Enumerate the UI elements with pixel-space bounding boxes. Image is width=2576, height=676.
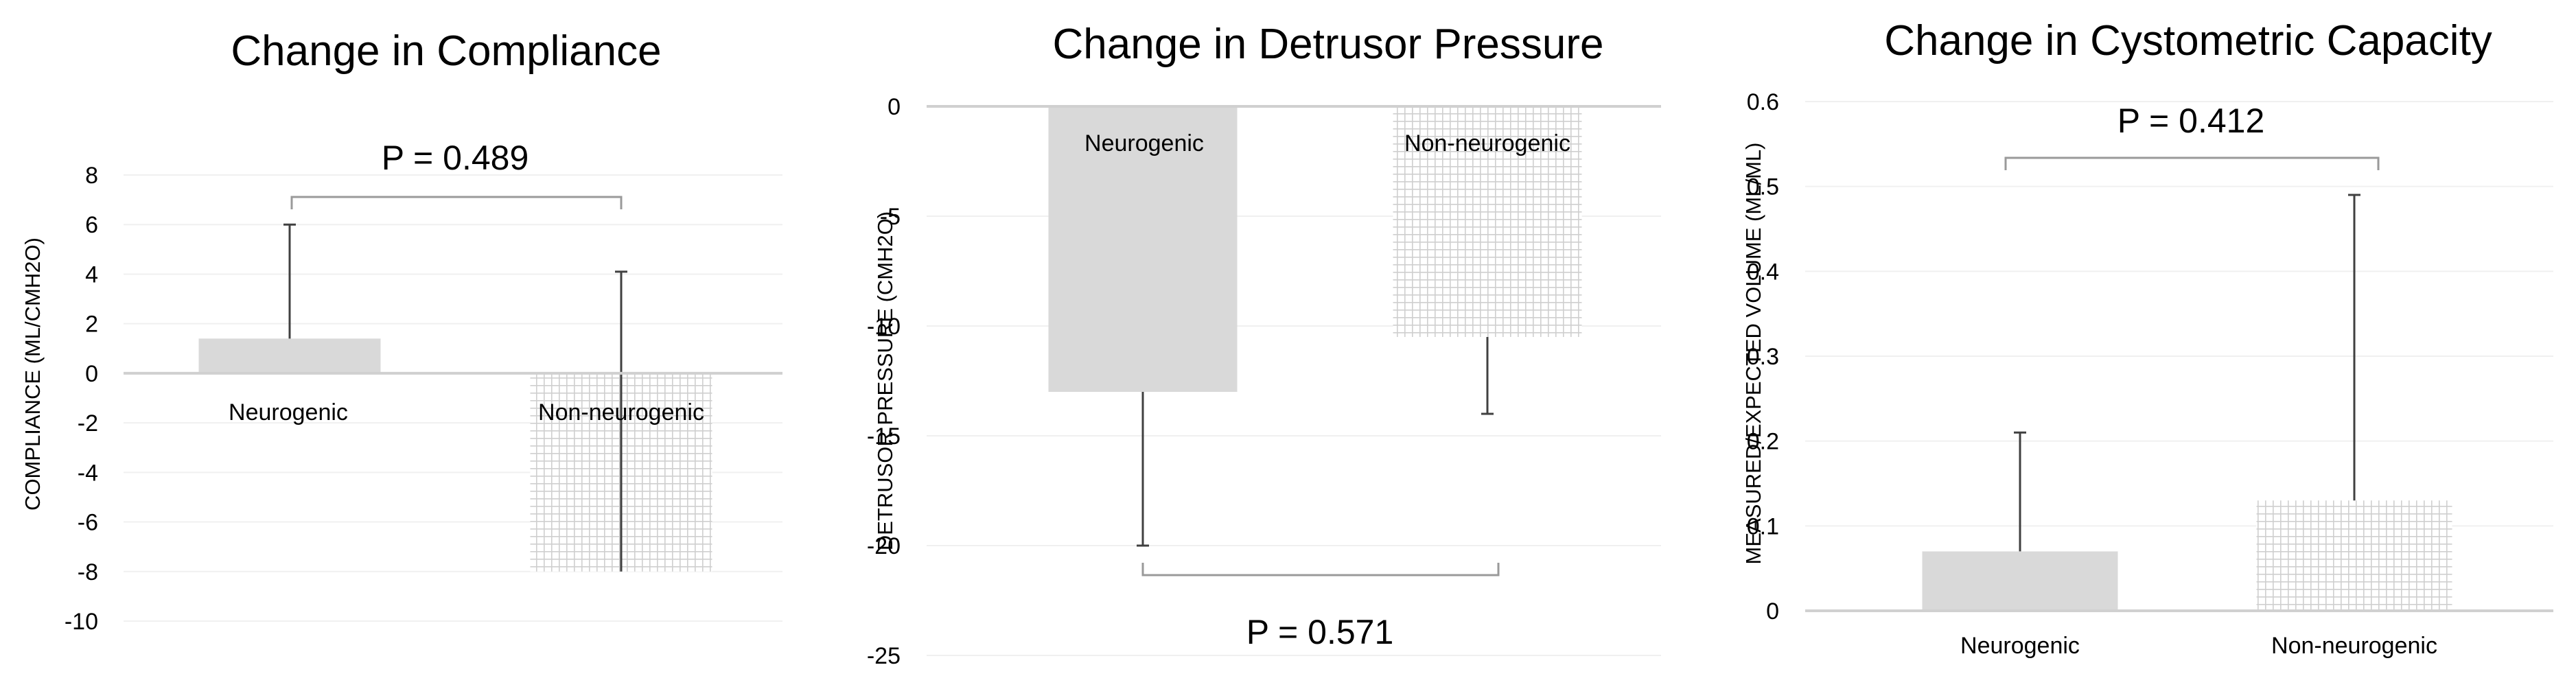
- y-tick-label: -2: [78, 410, 98, 436]
- bar-non-neurogenic: [2256, 500, 2452, 611]
- y-tick-label: -25: [867, 643, 901, 669]
- chart-title: Change in Cystometric Capacity: [1884, 17, 2492, 65]
- y-tick-label: -5: [880, 204, 901, 230]
- error-bar: [1137, 392, 1149, 547]
- y-tick-label: 0.3: [1747, 344, 1779, 370]
- y-tick-labels: 0 -5 -10 -15 -20 -25: [867, 94, 901, 669]
- y-tick-labels: 0.6 0.5 0.4 0.3 0.2 0.1 0: [1747, 89, 1779, 625]
- y-tick-label: -4: [78, 460, 98, 486]
- significance-bracket: [1141, 563, 1500, 576]
- error-bars: [1137, 337, 1494, 547]
- p-value-annotation: P = 0.412: [2117, 102, 2265, 140]
- y-tick-label: 6: [85, 212, 98, 238]
- y-tick-label: -10: [867, 314, 901, 340]
- detrusor-pressure-chart: Change in Detrusor Pressure DETRUSOR PRE…: [867, 21, 1661, 669]
- y-axis-label: DETRUSOR PRESSURE (CMH2O): [873, 211, 897, 550]
- y-tick-label: -15: [867, 423, 901, 450]
- compliance-chart: Change in Compliance COMPLIANCE (ML/CMH2…: [21, 27, 782, 635]
- y-tick-label: -10: [65, 609, 98, 635]
- y-axis-label: MEASURED/EXPECTED VOLUME (ML/ML): [1741, 143, 1765, 565]
- y-tick-label: -8: [78, 559, 98, 585]
- category-label: Neurogenic: [1084, 130, 1204, 156]
- error-bar: [615, 270, 627, 572]
- bar-non-neurogenic: [1393, 106, 1582, 337]
- category-labels: Neurogenic Non-neurogenic: [229, 399, 704, 426]
- y-tick-label: 0: [85, 361, 98, 387]
- y-tick-label: 2: [85, 312, 98, 338]
- chart-title: Change in Detrusor Pressure: [1053, 21, 1604, 68]
- p-value-annotation: P = 0.489: [382, 139, 529, 177]
- error-bar: [1481, 337, 1494, 415]
- category-label: Non-neurogenic: [538, 399, 704, 426]
- y-tick-label: 0.2: [1747, 429, 1779, 455]
- y-tick-label: -6: [78, 510, 98, 536]
- category-label: Neurogenic: [1960, 633, 2080, 659]
- y-tick-label: 0.1: [1747, 513, 1779, 539]
- category-label: Non-neurogenic: [1404, 130, 1570, 156]
- gridlines: [1805, 101, 2553, 527]
- bar-neurogenic: [198, 338, 381, 373]
- category-label: Non-neurogenic: [2271, 633, 2437, 659]
- category-labels: Neurogenic Non-neurogenic: [1960, 633, 2437, 659]
- error-bar: [2014, 431, 2026, 552]
- significance-bracket: [290, 196, 623, 209]
- y-tick-label: 0.5: [1747, 174, 1779, 200]
- chart-title: Change in Compliance: [231, 27, 661, 75]
- cystometric-capacity-chart: Change in Cystometric Capacity MEASURED/…: [1741, 17, 2553, 659]
- gridlines: [124, 174, 782, 622]
- y-tick-label: 0.4: [1747, 259, 1779, 285]
- y-tick-label: 0: [1766, 598, 1779, 625]
- error-bar: [283, 223, 296, 339]
- error-bars: [2014, 194, 2360, 552]
- category-labels: Neurogenic Non-neurogenic: [1084, 130, 1570, 156]
- error-bar: [2348, 194, 2360, 501]
- y-tick-label: 4: [85, 261, 98, 288]
- error-bars: [283, 223, 627, 572]
- y-tick-labels: 8 6 4 2 0 -2 -4 -6 -8 -10: [65, 163, 98, 635]
- category-label: Neurogenic: [229, 399, 348, 426]
- significance-bracket: [2004, 156, 2380, 170]
- bar-neurogenic: [1922, 551, 2118, 611]
- y-tick-label: -20: [867, 533, 901, 559]
- y-axis-label: COMPLIANCE (ML/CMH2O): [21, 237, 45, 511]
- bars: [1922, 500, 2452, 611]
- y-tick-label: 8: [85, 163, 98, 189]
- bars: [1048, 106, 1582, 392]
- p-value-annotation: P = 0.571: [1246, 613, 1394, 651]
- y-tick-label: 0: [887, 94, 901, 120]
- y-tick-label: 0.6: [1747, 89, 1779, 115]
- bar-neurogenic: [1048, 106, 1238, 392]
